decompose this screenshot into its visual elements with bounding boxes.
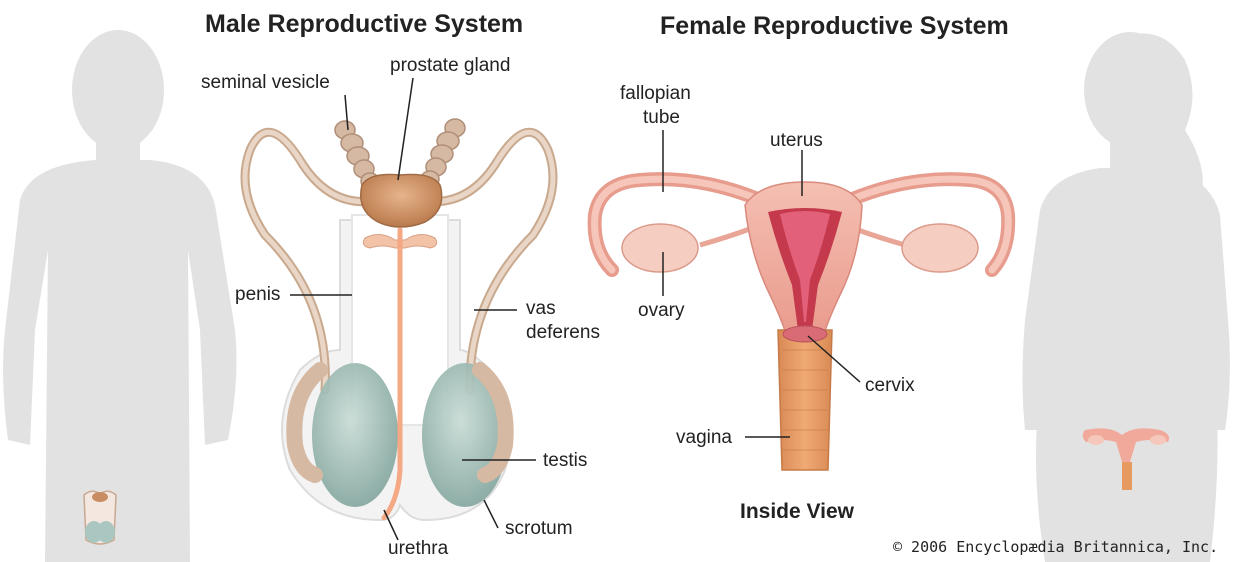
title-female: Female Reproductive System	[660, 12, 1009, 41]
male-silhouette-organs-icon	[84, 491, 116, 544]
label-scrotum: scrotum	[505, 518, 573, 540]
label-vas-deferens-line1: vas	[526, 298, 556, 320]
label-fallopian-tube-line1: fallopian	[620, 83, 691, 105]
label-penis: penis	[235, 284, 280, 306]
label-uterus: uterus	[770, 130, 823, 152]
leader-prostate-gland	[398, 78, 413, 180]
label-cervix: cervix	[865, 375, 915, 397]
cervix	[783, 326, 827, 342]
label-vas-deferens-line2: deferens	[526, 322, 600, 344]
label-fallopian-tube-line2: tube	[643, 107, 680, 129]
copyright-notice: © 2006 Encyclopædia Britannica, Inc.	[893, 538, 1218, 556]
testis-left	[312, 363, 398, 507]
label-ovary: ovary	[638, 300, 684, 322]
male-silhouette	[3, 30, 236, 562]
ovary-left	[622, 224, 698, 272]
title-male: Male Reproductive System	[205, 10, 523, 39]
leader-scrotum	[484, 500, 498, 528]
caption-inside-view: Inside View	[740, 500, 854, 524]
label-prostate-gland: prostate gland	[390, 55, 510, 77]
label-vagina: vagina	[676, 427, 732, 449]
ovary-right	[902, 224, 978, 272]
label-urethra: urethra	[388, 538, 448, 560]
prostate-gland	[361, 174, 442, 227]
female-organs	[595, 179, 1009, 470]
label-seminal-vesicle: seminal vesicle	[201, 72, 330, 94]
label-testis: testis	[543, 450, 587, 472]
